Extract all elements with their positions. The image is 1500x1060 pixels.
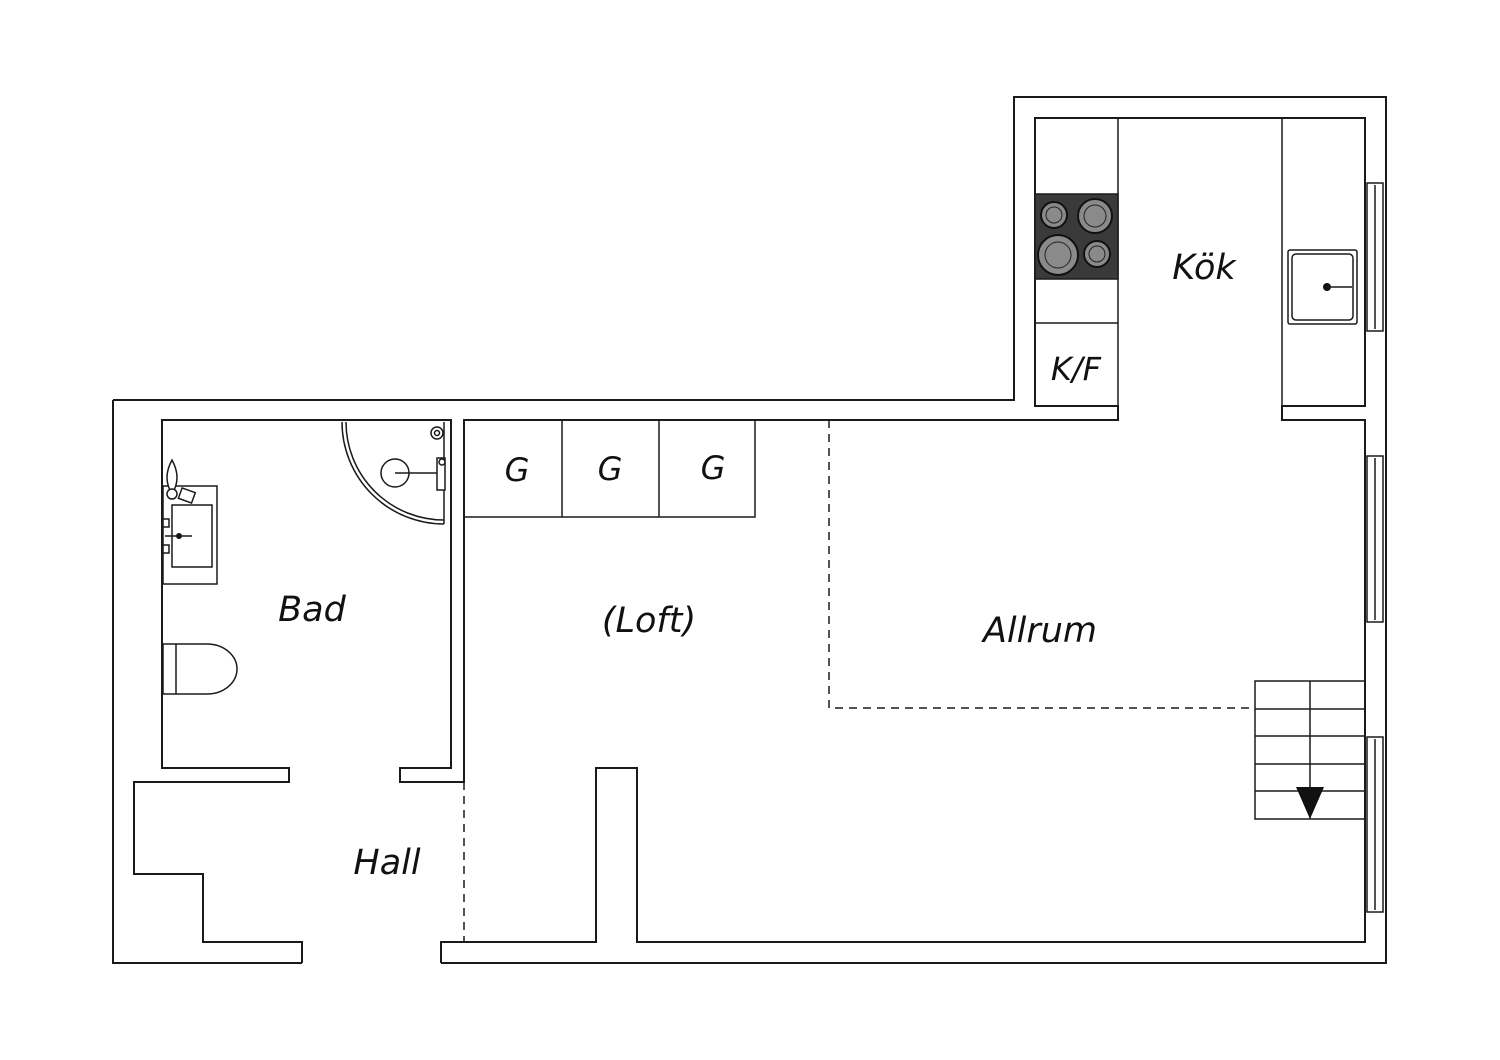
- wardrobe-label: G: [505, 451, 530, 489]
- wardrobe-label: G: [598, 450, 623, 488]
- room-label-loft: (Loft): [602, 601, 696, 641]
- room-label-living: Allrum: [981, 611, 1097, 651]
- stair-arrow-icon: [1296, 787, 1324, 819]
- fridge-freezer-label: K/F: [1051, 350, 1102, 388]
- toilet-icon: [162, 643, 238, 695]
- window-living-lower: [1366, 736, 1384, 913]
- kitchen-counter-right: [1281, 118, 1358, 406]
- kitchen-counter-left: [1034, 118, 1119, 406]
- room-label-kitchen: Kök: [1172, 248, 1237, 288]
- room-label-hall: Hall: [353, 843, 420, 883]
- kitchen-sink-icon: [1287, 249, 1358, 325]
- shower-icon: [341, 421, 446, 525]
- outer-walls: [112, 96, 1387, 964]
- windows: [1366, 182, 1384, 913]
- wardrobes: [464, 420, 756, 518]
- window-living-upper: [1366, 455, 1384, 623]
- loft-outline: [828, 420, 1255, 709]
- window-kitchen: [1366, 182, 1384, 332]
- wardrobe-label: G: [701, 449, 726, 487]
- staircase: [1254, 680, 1366, 820]
- room-label-bath: Bad: [278, 590, 346, 630]
- washbasin-icon: [162, 458, 218, 585]
